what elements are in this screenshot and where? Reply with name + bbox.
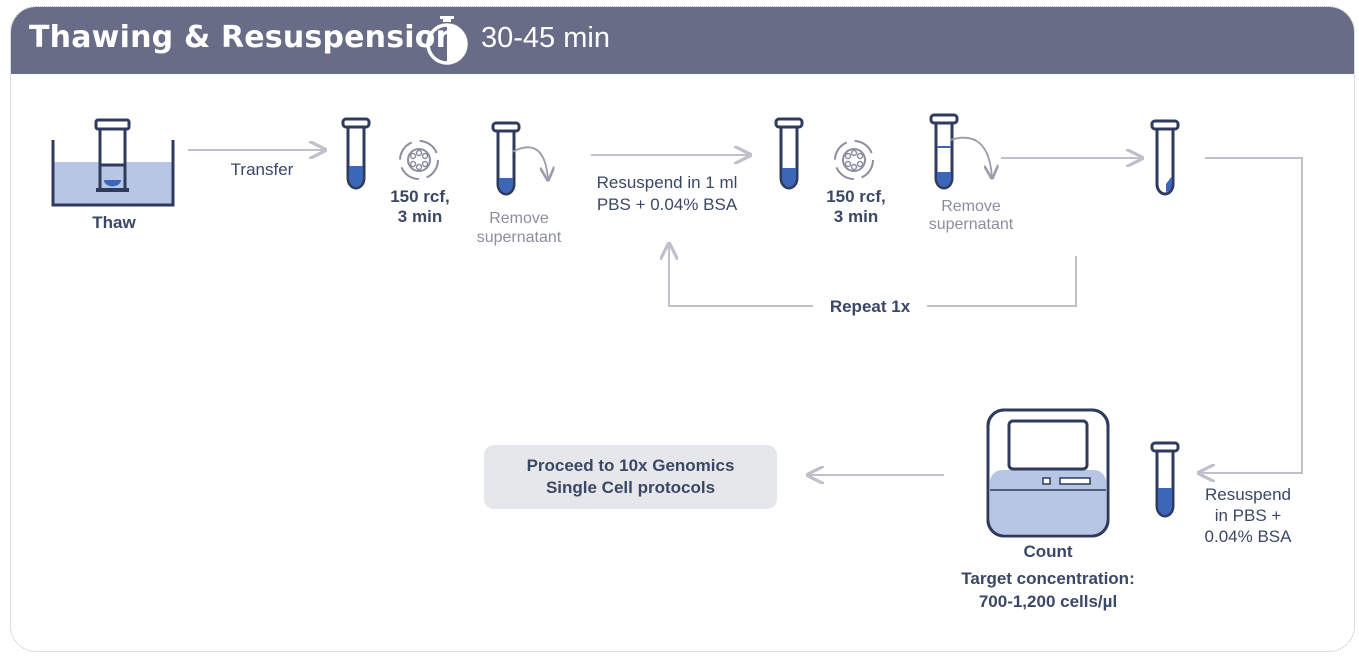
tube-pour-icon (929, 113, 992, 190)
proceed-label: Proceed to 10x Genomics (526, 456, 735, 475)
tube-icon (774, 117, 804, 190)
cell-counter-icon (986, 408, 1110, 538)
water-bath-icon (51, 118, 175, 207)
spin1-time-label: 3 min (398, 207, 442, 226)
spin2-speed-label: 150 rcf, (826, 187, 886, 206)
connector-arrow (1199, 157, 1303, 473)
target-label: Target concentration: (961, 569, 1134, 588)
header-bar: Thawing & Resuspension 30-45 min (11, 7, 1354, 74)
remove2-label-2: supernatant (929, 216, 1014, 233)
section-title: Thawing & Resuspension (29, 20, 458, 55)
protocol-panel: Thawing & Resuspension 30-45 min (10, 6, 1355, 652)
target-value: 700-1,200 cells/µl (979, 592, 1117, 611)
resuspend2-label-3: 0.04% BSA (1205, 527, 1293, 546)
proceed-box: Proceed to 10x Genomics Single Cell prot… (484, 445, 777, 509)
proceed-label-2: Single Cell protocols (545, 478, 716, 497)
remove1-label-2: supernatant (477, 229, 562, 246)
tube-icon (1150, 119, 1180, 196)
repeat-label: Repeat 1x (830, 297, 911, 316)
remove2-label: Remove (941, 198, 1001, 215)
resuspend1-label: Resuspend in 1 ml (597, 173, 738, 192)
tube-pour-icon (491, 121, 548, 196)
remove1-label: Remove (489, 210, 549, 227)
centrifuge-icon (399, 140, 439, 180)
duration-label: 30-45 min (481, 22, 610, 54)
resuspend2-label: Resuspend (1205, 485, 1291, 504)
thaw-label: Thaw (92, 213, 136, 232)
transfer-label: Transfer (231, 160, 294, 179)
spin1-speed-label: 150 rcf, (390, 187, 450, 206)
centrifuge-icon (834, 140, 874, 180)
repeat-loop-arrow (669, 244, 1077, 307)
stopwatch-icon (426, 16, 468, 65)
spin2-time-label: 3 min (834, 207, 878, 226)
tube-icon (1150, 441, 1180, 518)
resuspend1-label-2: PBS + 0.04% BSA (597, 195, 738, 214)
tube-icon (341, 117, 371, 190)
count-label: Count (1023, 542, 1072, 561)
resuspend2-label-2: in PBS + (1215, 506, 1282, 525)
